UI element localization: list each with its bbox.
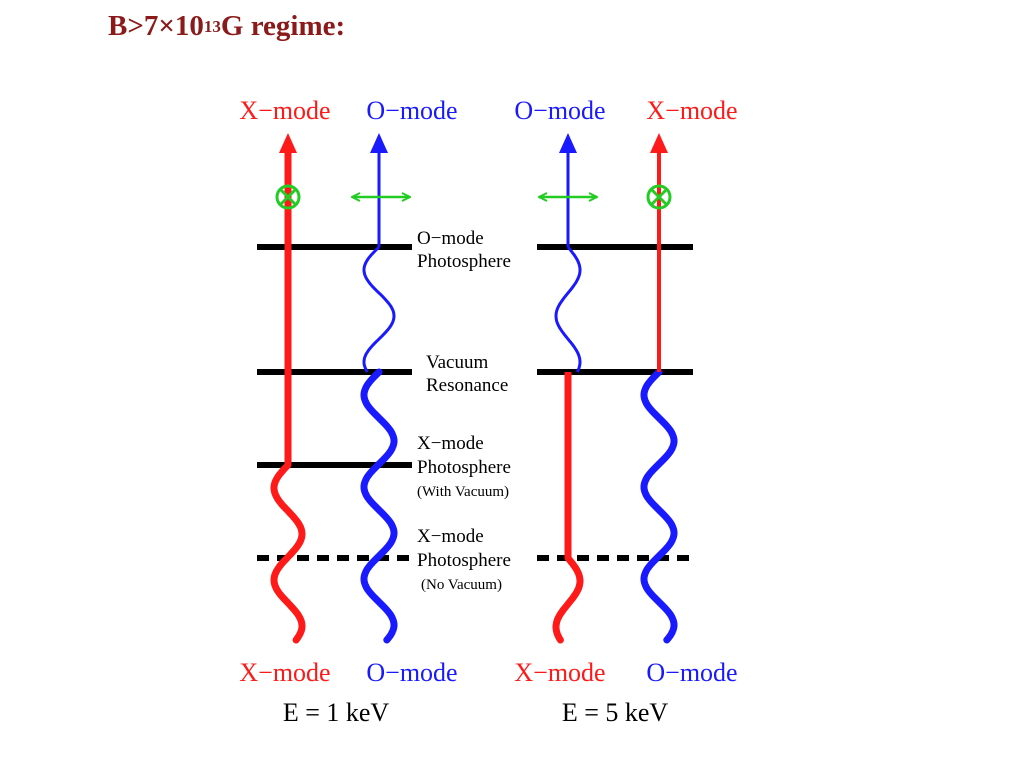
layer-label-x-vac-1: X−mode <box>417 433 484 454</box>
energy-label-left: E = 1 keV <box>283 698 390 727</box>
right-x-polarization-icon <box>646 184 672 210</box>
bottom-label-right-2: O−mode <box>646 658 737 687</box>
right-o-mode-arrowhead <box>559 133 577 153</box>
layer-label-vacuum-2: Resonance <box>426 375 508 396</box>
top-label-left-2: O−mode <box>366 96 457 125</box>
layer-label-x-vac-2: Photosphere <box>417 457 511 478</box>
left-x-mode-arrowhead <box>279 133 297 153</box>
left-o-mode-wave <box>360 368 398 644</box>
layer-label-vacuum-1: Vacuum <box>426 352 488 373</box>
right-o-mode-wave <box>640 368 678 644</box>
right-o-mode-wave-thin <box>554 246 582 373</box>
left-x-mode-wave <box>270 461 306 644</box>
title-exponent: 13 <box>203 17 221 36</box>
layer-labels: O−mode Photosphere Vacuum Resonance X−mo… <box>417 228 511 593</box>
bottom-labels: X−mode O−mode X−mode O−mode E = 1 keV E … <box>239 658 737 727</box>
slide-title: B>7×1013G regime: <box>108 10 346 42</box>
layer-label-o-photosphere-2: Photosphere <box>417 251 511 272</box>
right-x-mode-arrowhead <box>650 133 668 153</box>
left-panel-rays <box>270 133 398 644</box>
layer-lines <box>257 244 693 561</box>
top-label-right-2: X−mode <box>646 96 737 125</box>
bottom-label-left-1: X−mode <box>239 658 330 687</box>
top-label-right-1: O−mode <box>514 96 605 125</box>
energy-label-right: E = 5 keV <box>562 698 669 727</box>
polarization-markers <box>275 184 672 210</box>
top-labels: X−mode O−mode O−mode X−mode <box>239 96 737 125</box>
top-label-left-1: X−mode <box>239 96 330 125</box>
bottom-label-right-1: X−mode <box>514 658 605 687</box>
layer-label-x-vac-3: (With Vacuum) <box>417 484 509 500</box>
left-o-mode-arrowhead <box>370 133 388 153</box>
layer-label-x-novac-2: Photosphere <box>417 550 511 571</box>
layer-label-x-novac-3: (No Vacuum) <box>421 577 502 593</box>
layer-label-o-photosphere-1: O−mode <box>417 228 484 249</box>
right-x-mode-wave <box>552 554 584 644</box>
bottom-label-left-2: O−mode <box>366 658 457 687</box>
layer-label-x-novac-1: X−mode <box>417 526 484 547</box>
left-o-mode-wave-thin <box>362 245 396 373</box>
left-x-polarization-icon <box>275 184 301 210</box>
